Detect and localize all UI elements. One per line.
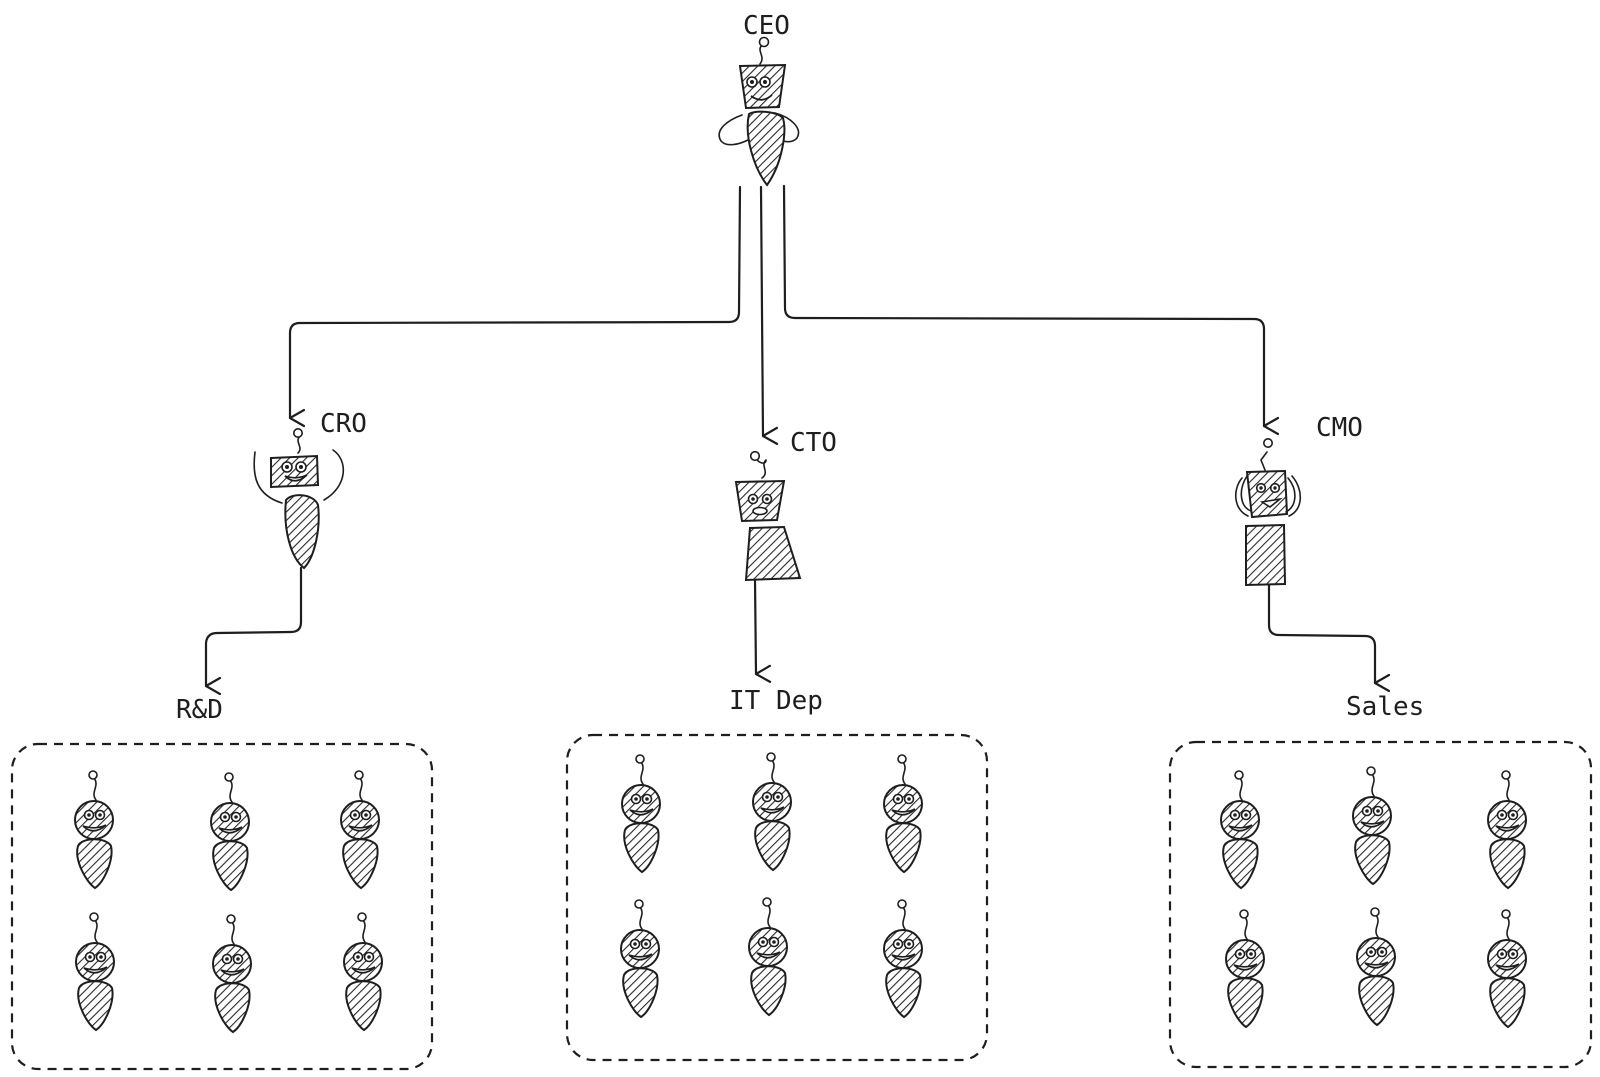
cro-label: CRO — [320, 409, 367, 439]
it-dep-label: IT Dep — [729, 686, 823, 716]
cmo-robot-icon — [1235, 437, 1302, 587]
worker-robot-icon — [1487, 770, 1527, 889]
worker-robot-icon — [752, 752, 792, 871]
worker-robot-icon — [620, 899, 660, 1018]
worker-robot-icon — [883, 899, 923, 1018]
worker-robot-icon — [1356, 907, 1396, 1026]
worker-robot-icon — [883, 754, 923, 873]
cro-robot-icon — [253, 427, 345, 570]
rnd-team-box — [10, 742, 434, 1071]
it-team-members — [620, 752, 923, 1018]
worker-robot-icon — [621, 754, 661, 873]
cto-robot-icon — [734, 450, 802, 582]
edge-ceo-cto — [759, 185, 779, 445]
sales-team-box — [1168, 740, 1593, 1069]
worker-robot-icon — [1220, 770, 1260, 889]
edge-cto-it — [753, 577, 772, 683]
worker-robot-icon — [75, 912, 115, 1031]
worker-robot-icon — [212, 914, 252, 1033]
worker-robot-icon — [343, 912, 383, 1031]
worker-robot-icon — [340, 770, 380, 889]
connectors — [204, 184, 1391, 696]
worker-robot-icon — [210, 772, 250, 891]
it-team-box — [565, 733, 989, 1062]
edge-ceo-cro — [288, 185, 742, 428]
sales-label: Sales — [1346, 692, 1424, 722]
edge-ceo-cmo — [782, 184, 1280, 436]
rnd-team-members — [74, 770, 383, 1033]
rnd-label: R&D — [176, 695, 223, 725]
worker-robot-icon — [74, 770, 114, 889]
worker-robot-icon — [1225, 909, 1265, 1028]
cto-label: CTO — [790, 428, 837, 458]
edge-cmo-sales — [1267, 583, 1391, 693]
ceo-label: CEO — [743, 11, 790, 41]
ceo-robot-icon — [718, 36, 800, 187]
worker-robot-icon — [1487, 909, 1527, 1028]
worker-robot-icon — [748, 897, 788, 1016]
sales-team-members — [1220, 766, 1527, 1028]
worker-robot-icon — [1352, 766, 1392, 885]
edge-cro-rnd — [204, 566, 303, 696]
cmo-label: CMO — [1316, 413, 1363, 443]
